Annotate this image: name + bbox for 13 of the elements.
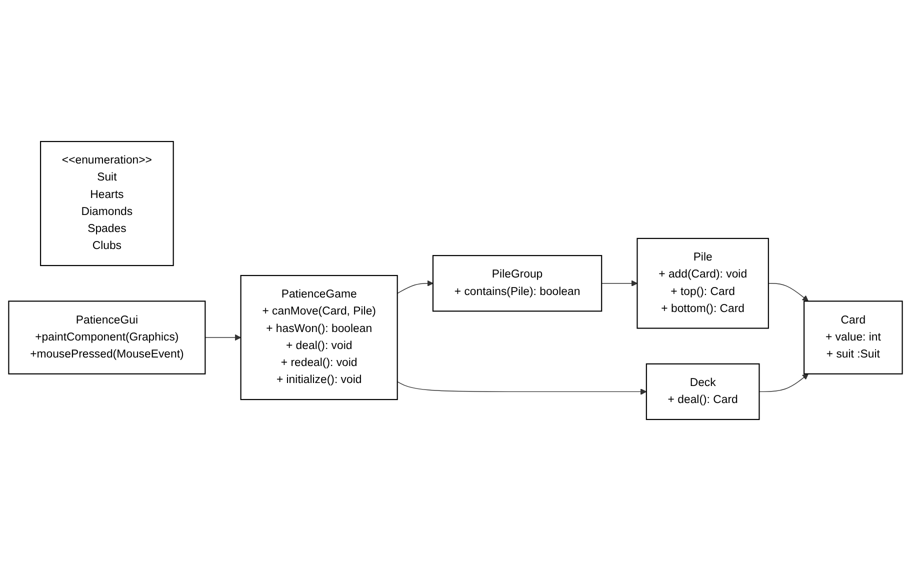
node-box: Pile + add(Card): void + top(): Card + bottom(): Card xyxy=(636,238,769,329)
node-box: PatienceGui +paintComponent(Graphics) +mousePressed(MouseEvent) xyxy=(8,300,206,374)
node-box: Card + value: int + suit :Suit xyxy=(804,300,903,374)
arrow xyxy=(204,334,242,341)
node-box: PileGroup + contains(Pile): boolean xyxy=(432,255,602,312)
arrow xyxy=(397,381,647,395)
arrow xyxy=(397,280,434,294)
node-box: Deck + deal(): Card xyxy=(646,363,760,420)
arrow xyxy=(768,283,809,302)
arrow xyxy=(758,374,809,392)
node-box: <<enumeration>> Suit Hearts Diamonds Spades Clubs xyxy=(40,140,174,266)
node-box: PatienceGame + canMove(Card, Pile) + hasWon(): boolean + deal(): void + redeal(): void + initialize(): void xyxy=(240,274,398,400)
arrow xyxy=(601,280,638,286)
